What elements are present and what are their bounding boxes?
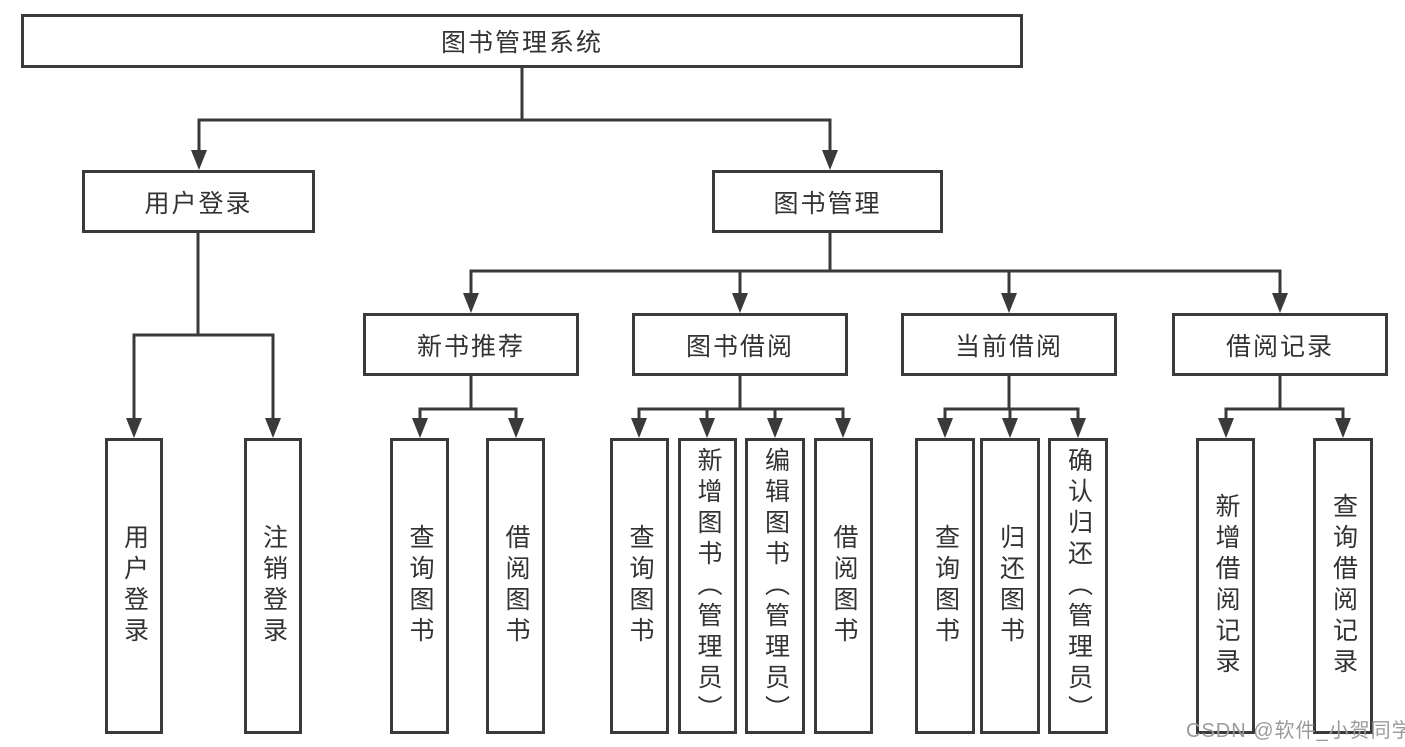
node-book-borrow: 图书借阅 bbox=[632, 313, 848, 376]
leaf-borrow-books-2: 借阅图书 bbox=[814, 438, 873, 734]
leaf-edit-books-admin-label: 编辑图书（管理员） bbox=[761, 446, 790, 726]
leaf-query-books-2-label: 查询图书 bbox=[626, 524, 654, 648]
leaf-query-borrow-record: 查询借阅记录 bbox=[1313, 438, 1373, 734]
csdn-watermark: CSDN @软件_小贺同学 bbox=[1186, 720, 1405, 742]
leaf-return-books-label: 归还图书 bbox=[996, 524, 1025, 648]
node-book-management-label: 图书管理 bbox=[773, 189, 882, 218]
leaf-user-login-label: 用户登录 bbox=[120, 524, 149, 648]
leaf-add-books-admin: 新增图书（管理员） bbox=[678, 438, 737, 734]
node-new-book-recommend-label: 新书推荐 bbox=[416, 332, 525, 361]
node-root: 图书管理系统 bbox=[21, 14, 1023, 68]
leaf-logout: 注销登录 bbox=[244, 438, 302, 734]
node-current-borrow: 当前借阅 bbox=[901, 313, 1117, 376]
leaf-add-books-admin-label: 新增图书（管理员） bbox=[694, 446, 722, 726]
leaf-borrow-books-1-label: 借阅图书 bbox=[502, 524, 530, 648]
leaf-query-borrow-record-label: 查询借阅记录 bbox=[1329, 493, 1358, 679]
leaf-query-books-2: 查询图书 bbox=[610, 438, 669, 734]
leaf-borrow-books-1: 借阅图书 bbox=[486, 438, 545, 734]
node-root-label: 图书管理系统 bbox=[440, 29, 603, 57]
node-user-login: 用户登录 bbox=[82, 170, 315, 233]
node-borrow-records-label: 借阅记录 bbox=[1225, 332, 1334, 361]
node-borrow-records: 借阅记录 bbox=[1172, 313, 1388, 376]
node-new-book-recommend: 新书推荐 bbox=[363, 313, 579, 376]
leaf-add-borrow-record: 新增借阅记录 bbox=[1196, 438, 1255, 734]
node-book-borrow-label: 图书借阅 bbox=[685, 332, 794, 361]
leaf-add-borrow-record-label: 新增借阅记录 bbox=[1212, 493, 1240, 679]
leaf-confirm-return-admin: 确认归还（管理员） bbox=[1048, 438, 1108, 734]
node-user-login-label: 用户登录 bbox=[144, 189, 253, 218]
leaf-query-books-1: 查询图书 bbox=[390, 438, 449, 734]
tree-connector-lines bbox=[132, 66, 1345, 426]
leaf-logout-label: 注销登录 bbox=[259, 524, 288, 648]
node-current-borrow-label: 当前借阅 bbox=[954, 332, 1063, 361]
leaf-query-books-3: 查询图书 bbox=[915, 438, 975, 734]
leaf-user-login: 用户登录 bbox=[105, 438, 163, 734]
leaf-edit-books-admin: 编辑图书（管理员） bbox=[745, 438, 805, 734]
leaf-confirm-return-admin-label: 确认归还（管理员） bbox=[1064, 446, 1093, 726]
leaf-query-books-1-label: 查询图书 bbox=[406, 524, 434, 648]
leaf-borrow-books-2-label: 借阅图书 bbox=[830, 524, 858, 648]
leaf-query-books-3-label: 查询图书 bbox=[931, 524, 960, 648]
node-book-management: 图书管理 bbox=[712, 170, 943, 233]
leaf-return-books: 归还图书 bbox=[980, 438, 1040, 734]
tree-connector-arrowheads bbox=[126, 150, 1351, 438]
